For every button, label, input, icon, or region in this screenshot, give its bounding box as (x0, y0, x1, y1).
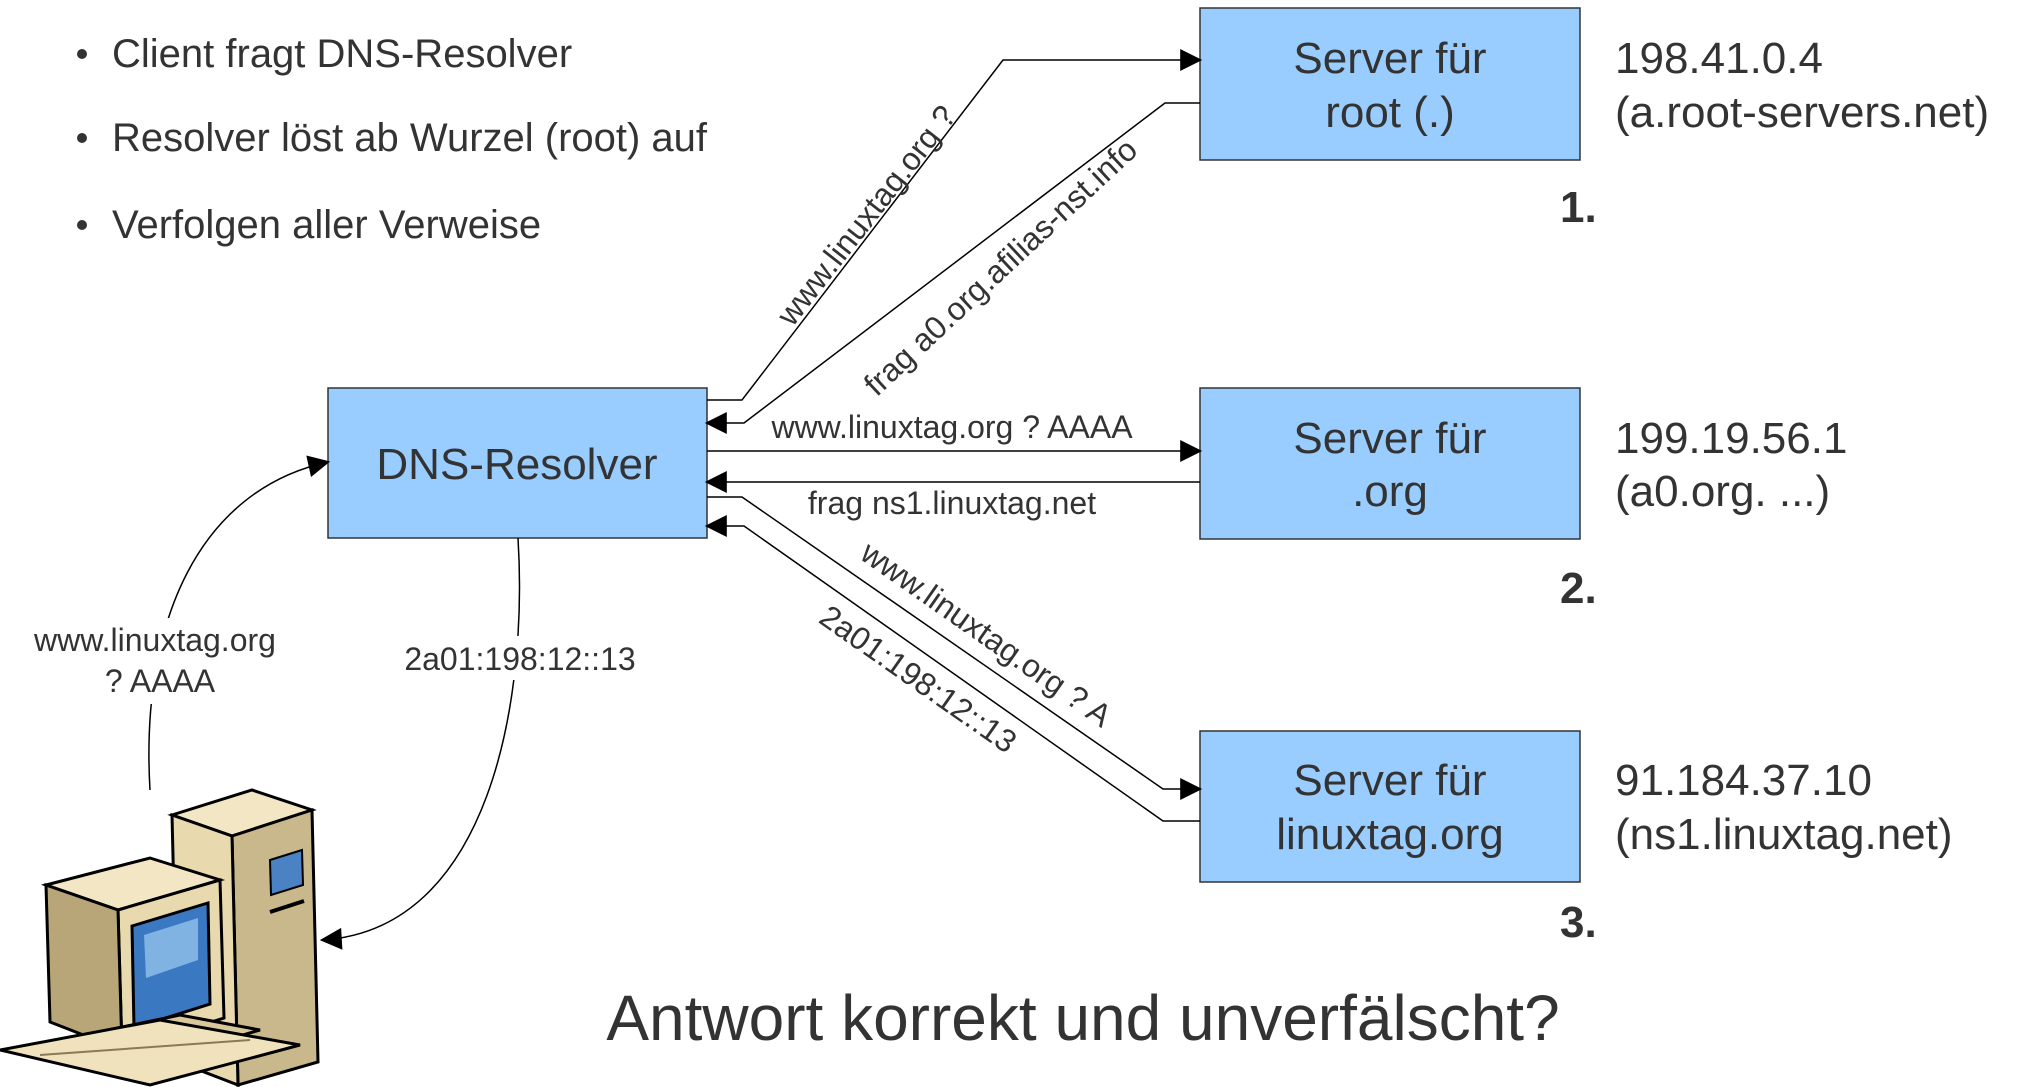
referral-label-org: frag ns1.linuxtag.net (808, 485, 1096, 521)
step-number-2: 2. (1560, 564, 1597, 613)
query-label-root: www.linuxtag.org ? (769, 98, 963, 333)
bullet-item-1: Client fragt DNS-Resolver (112, 32, 572, 76)
client-query-arrow (148, 455, 331, 791)
bullet-dot (77, 220, 87, 230)
root-server-host: (a.root-servers.net) (1615, 88, 1989, 137)
linuxtag-server-box: Server für linuxtag.org (1199, 730, 1581, 883)
dns-resolver-label: DNS-Resolver (376, 440, 657, 489)
closing-question: Antwort korrekt und unverfälscht? (606, 982, 1559, 1054)
root-server-box: Server für root (.) (1199, 7, 1581, 161)
bullet-list: Client fragt DNS-Resolver Resolver löst … (77, 32, 708, 247)
root-server-line2: root (.) (1325, 88, 1455, 137)
org-server-box: Server für .org (1199, 387, 1581, 540)
computer-icon (0, 788, 320, 1087)
linuxtag-server-host: (ns1.linuxtag.net) (1615, 810, 1953, 859)
step-number-3: 3. (1560, 898, 1597, 947)
query-label-org: www.linuxtag.org ? AAAA (770, 409, 1133, 445)
client-query-label-2: ? AAAA (105, 663, 216, 699)
org-server-line2: .org (1352, 467, 1428, 516)
bullet-item-2: Resolver löst ab Wurzel (root) auf (112, 116, 708, 160)
root-server-ip: 198.41.0.4 (1615, 34, 1823, 83)
resolver-answer-arrow (319, 537, 521, 950)
referral-arrow-root (704, 102, 1200, 434)
org-server-ip: 199.19.56.1 (1615, 414, 1847, 463)
bullet-item-3: Verfolgen aller Verweise (112, 203, 541, 247)
client-query-label-1: www.linuxtag.org (33, 622, 276, 658)
linuxtag-server-line1: Server für (1293, 756, 1486, 805)
linuxtag-server-ip: 91.184.37.10 (1615, 756, 1872, 805)
dns-resolver-box: DNS-Resolver (327, 387, 708, 539)
step-number-1: 1. (1560, 183, 1597, 232)
query-arrow-root (707, 49, 1203, 401)
root-server-line1: Server für (1293, 34, 1486, 83)
org-server-host: (a0.org. ...) (1615, 467, 1830, 516)
query-arrow-linuxtag (707, 496, 1203, 800)
answer-arrow-linuxtag (704, 515, 1200, 822)
client-answer-label: 2a01:198:12::13 (404, 641, 635, 677)
linuxtag-server-line2: linuxtag.org (1276, 810, 1503, 859)
bullet-dot (77, 49, 87, 59)
bullet-dot (77, 133, 87, 143)
org-server-line1: Server für (1293, 414, 1486, 463)
